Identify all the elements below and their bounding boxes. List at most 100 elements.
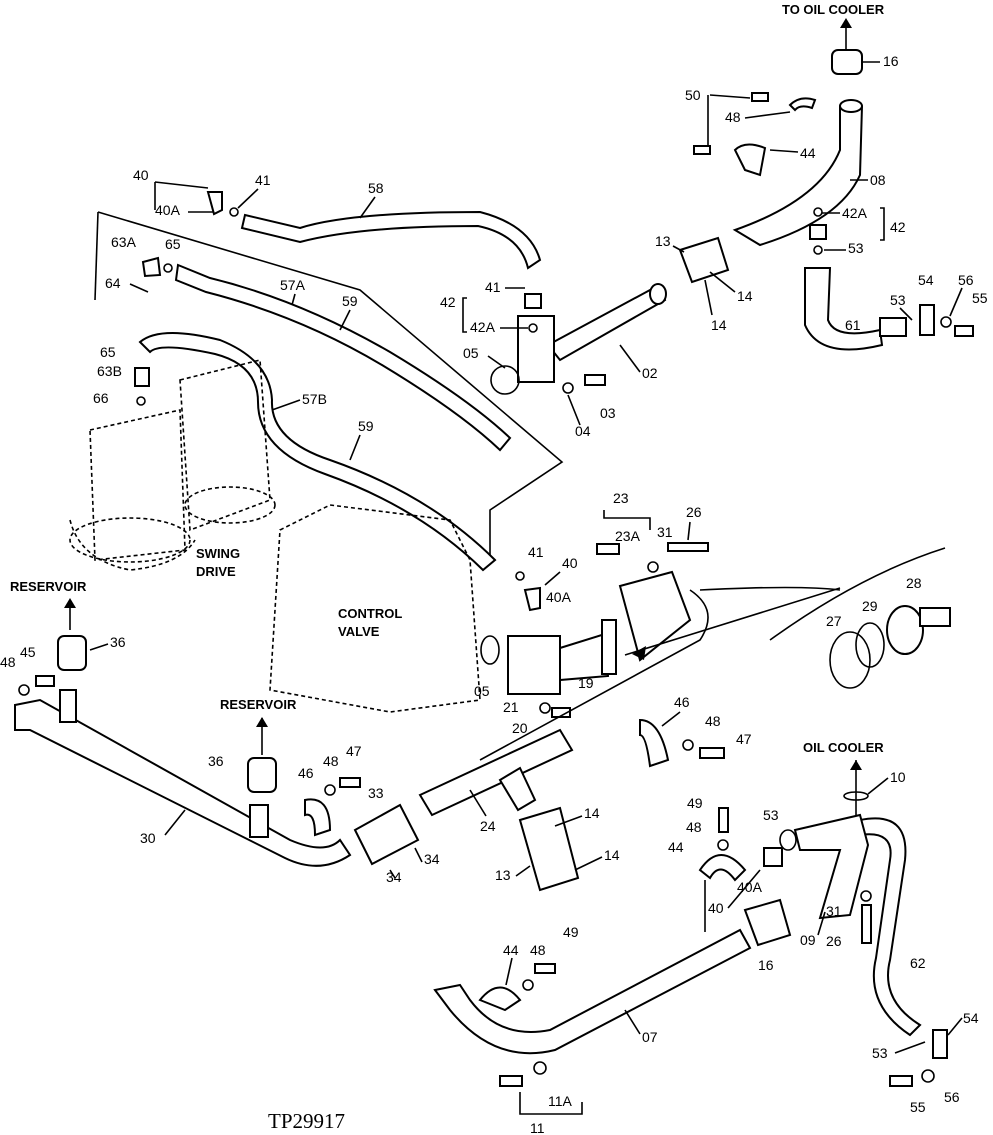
hose-58: 58 — [240, 180, 542, 270]
to-oil-cooler-group: TO OIL COOLER 16 — [782, 2, 899, 75]
callout-56-right: 56 — [958, 272, 974, 288]
fitting-40-top — [206, 191, 223, 216]
hose-57A-group: 63A 65 64 57A 59 — [105, 234, 512, 452]
bolt-26-lower — [861, 904, 872, 944]
pipe-09 — [793, 813, 870, 920]
control-valve-label-1: CONTROL — [338, 606, 402, 621]
fitting-42-mid — [524, 293, 542, 309]
control-valve-outline: CONTROL VALVE — [269, 504, 481, 713]
callout-59-mid: 59 — [358, 418, 374, 434]
callout-14-a: 14 — [737, 288, 753, 304]
hose-61-group: 42A 42 53 61 53 54 56 55 — [804, 205, 988, 351]
callout-48-top: 48 — [725, 109, 741, 125]
callout-36-mid: 36 — [208, 753, 224, 769]
callout-48-lower: 48 — [686, 819, 702, 835]
pipe-24: 24 — [418, 728, 574, 834]
bolt-group-11: 11A 11 — [499, 1061, 583, 1135]
fitting-36-left — [57, 635, 87, 671]
oring-27 — [829, 631, 871, 689]
callout-63A: 63A — [111, 234, 137, 250]
callout-57B: 57B — [302, 391, 327, 407]
callout-56-lower: 56 — [944, 1089, 960, 1105]
callout-36-left: 36 — [110, 634, 126, 650]
callout-34-a: 34 — [424, 851, 440, 867]
bolt-03 — [584, 374, 606, 386]
arrow-head-icon — [256, 717, 268, 727]
fitting-63B — [134, 367, 150, 387]
callout-41-lower: 41 — [528, 544, 544, 560]
callout-53-lower-right: 53 — [872, 1045, 888, 1061]
callout-40A-right: 40A — [737, 879, 763, 895]
callout-57A: 57A — [280, 277, 306, 293]
callout-27: 27 — [826, 613, 842, 629]
clamp-46-mid — [304, 798, 332, 837]
clamp-54-right — [919, 304, 935, 336]
callout-59-top: 59 — [342, 293, 358, 309]
valve-28 — [886, 605, 924, 655]
callout-45: 45 — [20, 644, 36, 660]
figure-code: TP29917 — [268, 1109, 345, 1133]
manifold-19-group: 41 40 40A 19 05 21 20 — [474, 544, 692, 736]
panel-outline — [94, 211, 564, 560]
coupler-33 — [353, 803, 420, 866]
callout-49-right: 49 — [687, 795, 703, 811]
flange-23 — [618, 570, 692, 662]
callout-48-bottom: 48 — [530, 942, 546, 958]
callout-46-mid: 46 — [298, 765, 314, 781]
clamp-group-44-lower: 44 48 49 — [478, 924, 579, 1012]
arrow-head-icon — [840, 18, 852, 28]
callout-23: 23 — [613, 490, 629, 506]
callout-48-mid: 48 — [323, 753, 339, 769]
callout-14-b: 14 — [711, 317, 727, 333]
callout-65-left: 65 — [100, 344, 116, 360]
control-valve-label-2: VALVE — [338, 624, 380, 639]
callout-62: 62 — [910, 955, 926, 971]
callout-54-right: 54 — [918, 272, 934, 288]
clamp-46-right — [639, 718, 670, 768]
oring-10 — [843, 791, 869, 801]
bolt-55-lower — [889, 1075, 913, 1087]
bolt-55-right — [954, 325, 974, 337]
callout-63B: 63B — [97, 363, 122, 379]
fitting-group-42: 41 42 42A — [440, 279, 542, 335]
clamp-44-bottom — [478, 986, 522, 1012]
callout-53-right-lower: 53 — [890, 292, 906, 308]
callout-13-top: 13 — [655, 233, 671, 249]
callout-42A-right: 42A — [842, 205, 868, 221]
callout-46-right: 46 — [674, 694, 690, 710]
coupler-13-lower-group: 14 14 13 — [495, 805, 620, 892]
pipe-30: 30 — [14, 689, 352, 867]
callout-03: 03 — [600, 405, 616, 421]
callout-26-top: 26 — [686, 504, 702, 520]
callout-42-mid: 42 — [440, 294, 456, 310]
callout-28: 28 — [906, 575, 922, 591]
callout-16-lower: 16 — [758, 957, 774, 973]
callout-33: 33 — [368, 785, 384, 801]
clamp-44-lower — [698, 854, 747, 882]
arrow-head-icon — [64, 598, 76, 608]
callout-16-top: 16 — [883, 53, 899, 69]
reservoir-left-label: RESERVOIR — [10, 579, 87, 594]
fitting-group-40-top: 40 40A 41 — [133, 167, 271, 218]
coupler-16-lower — [743, 898, 792, 947]
callout-40-lower: 40 — [562, 555, 578, 571]
callout-44-bottom: 44 — [503, 942, 519, 958]
fitting-63A — [141, 256, 162, 278]
fitting-40-lower — [523, 586, 541, 612]
callout-30: 30 — [140, 830, 156, 846]
callout-31-top: 31 — [657, 524, 673, 540]
bolt-23 — [596, 543, 620, 555]
bolt-group-23: 23 23A 31 26 — [596, 490, 709, 573]
callout-58: 58 — [368, 180, 384, 196]
coupler-13-top — [678, 236, 730, 284]
callout-26-lower: 26 — [826, 933, 842, 949]
callout-11A: 11A — [548, 1093, 573, 1109]
pipe-02-group: 13 14 14 02 05 03 04 — [463, 233, 753, 439]
callout-08: 08 — [870, 172, 886, 188]
bolt-26-top — [667, 542, 709, 552]
callout-53-right: 53 — [848, 240, 864, 256]
callout-19: 19 — [578, 675, 594, 691]
reservoir-left-group: RESERVOIR 36 45 48 — [0, 579, 126, 696]
callout-04: 04 — [575, 423, 591, 439]
